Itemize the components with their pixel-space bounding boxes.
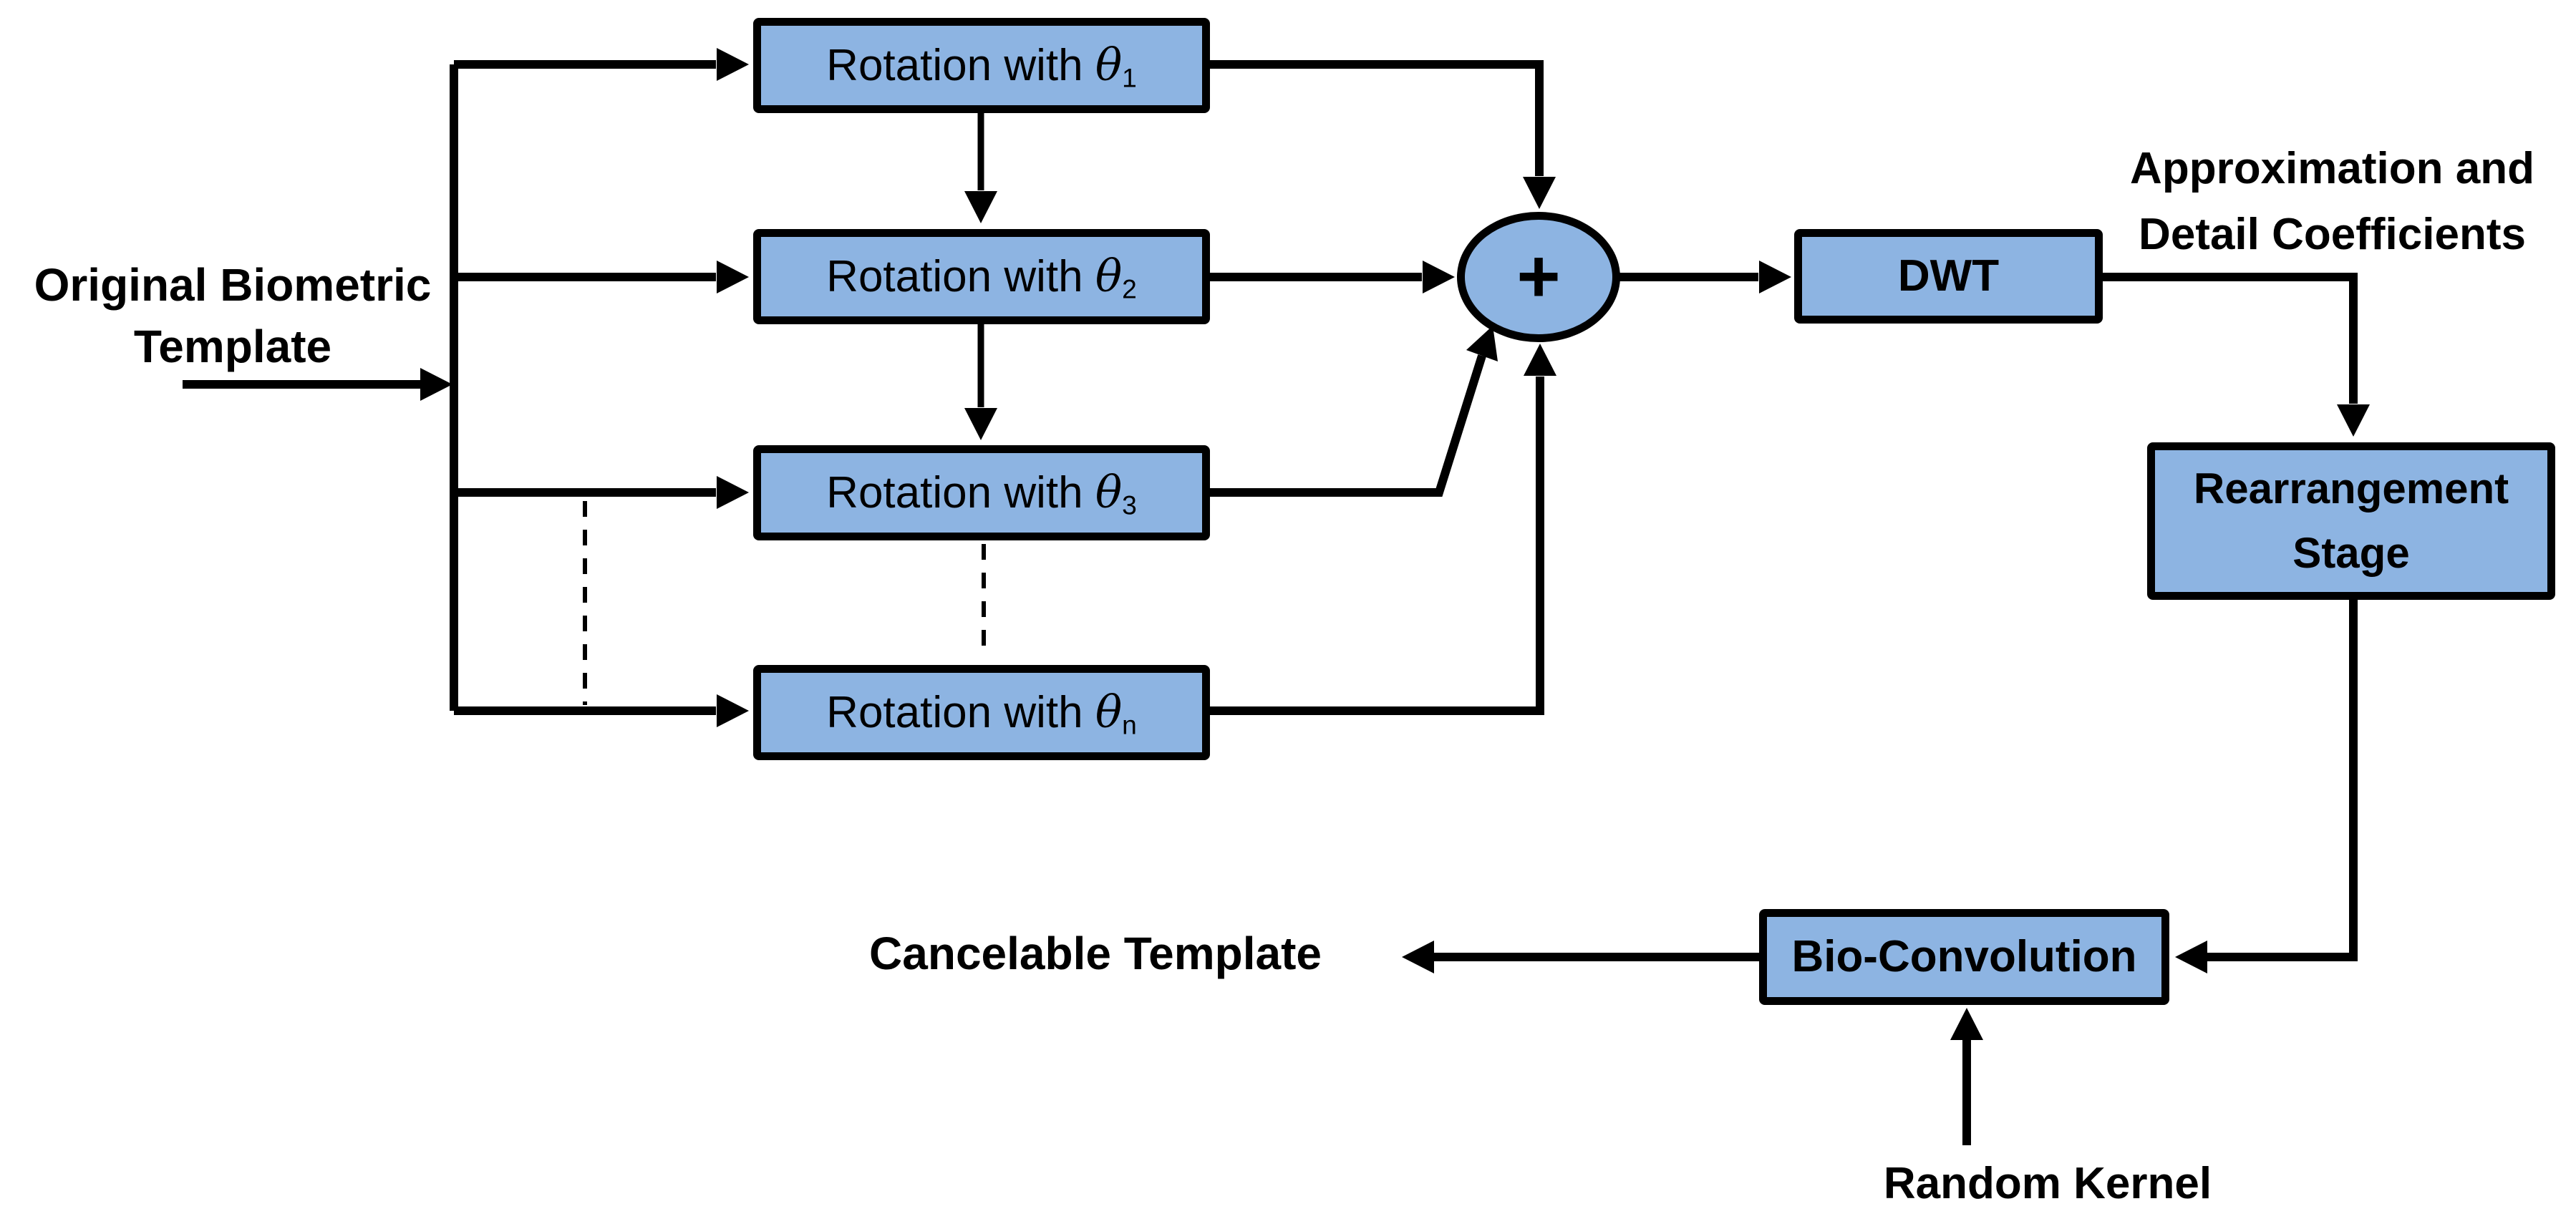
arrowhead-bio-in [2175,941,2207,973]
cancelable-template-label: Cancelable Template [869,928,1322,979]
wire-thetan-to-sum [1205,377,1544,715]
arrowhead-theta2-top [964,191,997,223]
arrowhead-dwt-in [1759,261,1791,293]
bio-convolution-label: Bio-Convolution [1791,931,2137,981]
arrowhead-sum-lowerleft [1466,326,1498,361]
rotation-theta3-label: Rotation with θ3 [826,465,1137,520]
wire-theta3-to-sum [1210,354,1486,497]
arrowhead-sum-left [1423,261,1455,293]
node-rearrangement-stage: Rearrangement Stage [2147,442,2555,600]
arrowhead-input [420,368,452,401]
arrowhead-sum-top [1523,177,1556,209]
original-biometric-template-label: Original Biometric Template [34,259,432,372]
rotation-theta1-label: Rotation with θ1 [826,38,1137,92]
node-rotation-theta2: Rotation with θ2 [753,229,1210,324]
node-dwt: DWT [1794,229,2103,324]
node-bio-convolution: Bio-Convolution [1759,909,2169,1005]
arrowhead-theta1-in [717,48,749,81]
arrowhead-kernel [1950,1008,1983,1040]
arrowhead-sum-bottom [1524,344,1556,376]
arrowhead-thetan-in [717,694,749,727]
arrowhead-theta3-in [717,476,749,509]
wire-dwt-to-rearrangement [2103,273,2358,404]
approximation-detail-coefficients-label: Approximation and Detail Coefficients [2130,144,2534,259]
arrowhead-rearrangement-in [2337,404,2370,437]
wire-rearrangement-to-bio [2207,600,2358,961]
rotation-thetan-label: Rotation with θn [826,685,1137,739]
node-rotation-theta3: Rotation with θ3 [753,445,1210,540]
node-rotation-theta1: Rotation with θ1 [753,18,1210,113]
rotation-theta2-label: Rotation with θ2 [826,249,1137,303]
node-rotation-thetan: Rotation with θn [753,665,1210,760]
summation-node: + [1457,212,1620,342]
arrowhead-theta2-in [717,261,749,293]
dwt-label: DWT [1897,251,2000,301]
rearrangement-label: Rearrangement Stage [2193,465,2509,577]
arrowhead-output [1402,941,1434,973]
plus-icon: + [1516,235,1561,319]
random-kernel-label: Random Kernel [1883,1159,2212,1208]
arrowhead-theta3-top [964,408,997,440]
wire-theta1-to-sum [1210,60,1544,176]
